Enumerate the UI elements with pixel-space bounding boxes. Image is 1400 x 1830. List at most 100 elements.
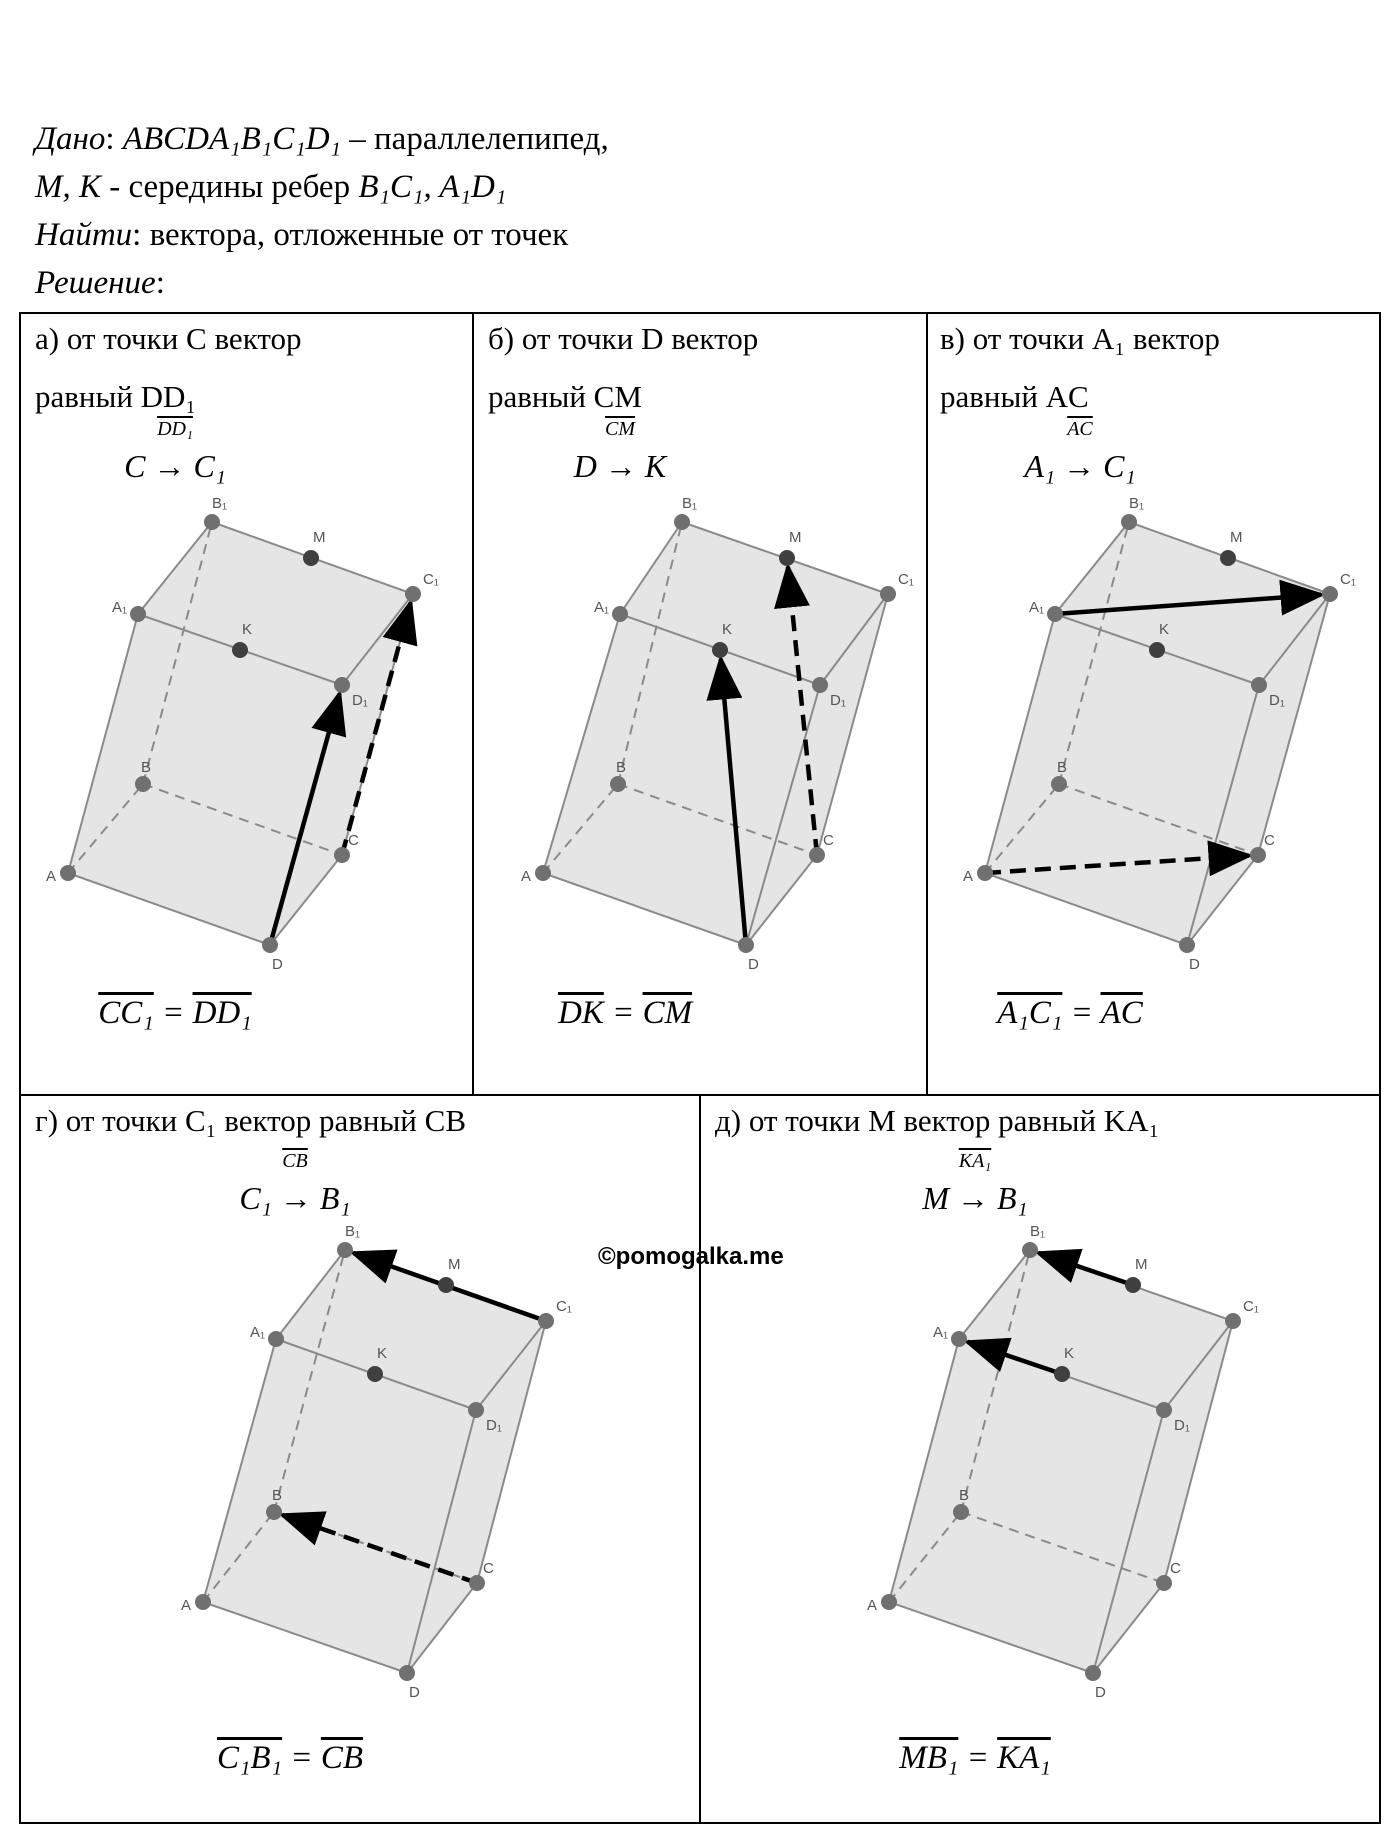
midpoint-K [367,1366,383,1382]
vertex-D1 [468,1402,484,1418]
face-right [407,1321,546,1673]
point-label-C1: C₁ [1340,571,1356,588]
panel-2-equality: DK = CM [505,995,745,1032]
vector-KA1 [963,1337,1063,1377]
vertex-A [535,865,551,881]
vertex-D [1085,1665,1101,1681]
edge-B1A1 [137,521,213,615]
panel-5-relation-line: M → B₁ [922,1180,1028,1216]
panel-5-heading: д) от точки M вектор равный KA₁ [715,1100,1159,1142]
vertex-B1 [1121,514,1137,530]
vertex-B1 [204,514,220,530]
edge-DD1 [745,684,821,946]
vertex-D [738,937,754,953]
vertex-C [809,847,825,863]
face-front [68,614,342,945]
vector-A1C1 [1054,579,1326,617]
vertex-D1 [1156,1402,1172,1418]
panel-3-equality: A₁C₁ = AC [950,995,1190,1032]
panel-4-relation-vector-text: CB [282,1150,308,1172]
edge-AA1 [542,613,621,874]
point-label-C1: C₁ [898,571,914,588]
panel-2-eq-left: DK [557,995,604,1031]
hidden-edge-BC [960,1511,1165,1584]
edge-DC [269,854,343,946]
vertex-D [262,937,278,953]
point-label-D: D [748,956,759,973]
panel-3-heading-line1: в) от точки A₁ вектор [940,321,1220,356]
point-label-D: D [1189,956,1200,973]
given-rest: – параллелепипед, [349,121,609,157]
edge-D1C1 [1163,1320,1234,1411]
solution-line: Решение: [35,265,165,301]
midpoint-M [1220,550,1236,566]
find-line: Найти: вектора, отложенные от точек [35,217,569,253]
edge-AA1 [67,613,139,874]
vertex-C1 [538,1313,554,1329]
point-label-D1: D₁ [486,1417,502,1434]
point-label-B: B [141,759,151,776]
panel-5-eq-sign: = [958,1740,998,1776]
panel-4-eq-right: CB [320,1740,364,1776]
vertex-C1 [1322,586,1338,602]
panel-5-eq-right: KA₁ [997,1740,1051,1776]
edge-DC [406,1582,478,1674]
vertex-B [610,776,626,792]
edge-AD [67,872,271,946]
panel-5-relation: KA₁ M → B₁ [895,1150,1055,1217]
edge-DC [745,854,818,946]
vertex-A [977,865,993,881]
edge-D1C1 [819,593,889,686]
point-label-C: C [823,832,834,849]
point-label-K: K [242,621,252,638]
vertex-C [469,1575,485,1591]
vertex-A1 [130,606,146,622]
vector-DK [706,654,749,946]
point-label-A1: A₁ [250,1324,265,1341]
point-label-D: D [1095,1684,1106,1701]
edge-B1A1 [958,1249,1031,1340]
panel-1-eq-left: CC₁ [98,995,154,1031]
point-label-A: A [181,1597,191,1614]
face-top [138,522,413,685]
panel-4-heading: г) от точки C₁ вектор равный CB [35,1100,466,1142]
watermark: ©pomogalka.me [598,1243,784,1270]
hidden-edge-BC [142,783,343,856]
point-label-C: C [483,1560,494,1577]
panel-2-heading-line2: равный CM [488,379,642,414]
midpoint-M [1125,1277,1141,1293]
point-label-A1: A₁ [933,1324,948,1341]
solution-label: Решение [35,265,156,301]
given-figure: ABCDA₁B₁C₁D₁ [122,121,342,157]
point-label-K: K [1159,621,1169,638]
face-front [543,614,820,945]
point-label-C: C [1264,832,1275,849]
point-label-M: M [789,529,802,546]
panel-3-relation-vector: AC [1000,418,1160,441]
point-label-D: D [272,956,283,973]
panel-5-relation-vector: KA₁ [895,1150,1055,1173]
edge-D1C1 [475,1320,547,1411]
panel-4-relation-vector: CB [215,1150,375,1173]
panel-1-relation-vector: DD₁ [95,418,255,441]
panel-3-eq-sign: = [1062,995,1101,1031]
midpoints-line: M, K - середины ребер B₁C₁, A₁D₁ [35,163,609,211]
point-label-C: C [348,832,359,849]
hidden-edge-AB [542,783,619,874]
edge-AA1 [984,613,1056,874]
vertex-D [1179,937,1195,953]
hidden-edge-BB1 [1058,521,1130,785]
midpoint-K [1149,642,1165,658]
midpoint-M [779,550,795,566]
edge-CC1 [1257,593,1331,856]
panel-1-eq-sign: = [153,995,193,1031]
panel-1-heading-line1: а) от точки C вектор [35,321,302,356]
vertex-C [1250,847,1266,863]
hidden-edge-AB [67,783,144,874]
vertex-D1 [812,677,828,693]
midpoints-edges: B₁C₁, A₁D₁ [358,169,507,205]
